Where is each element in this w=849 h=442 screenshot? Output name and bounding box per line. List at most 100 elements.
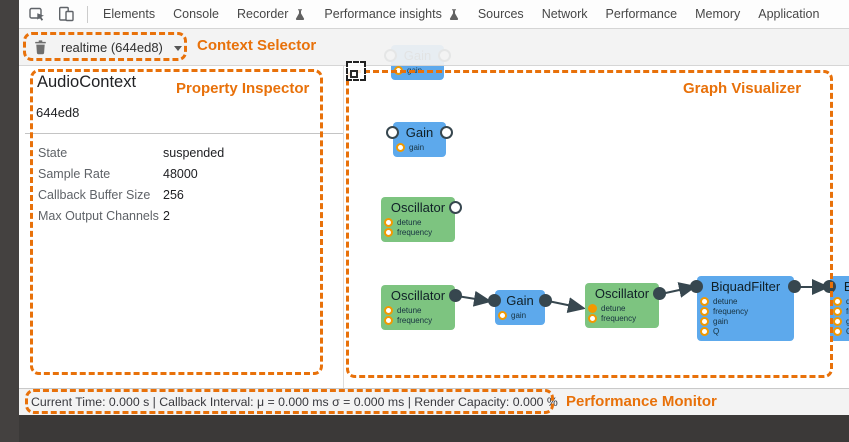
context-selector-value: realtime (644ed8) bbox=[61, 39, 163, 55]
tab-elements[interactable]: Elements bbox=[94, 0, 164, 28]
param-label: detune bbox=[397, 306, 422, 315]
param-port-icon bbox=[384, 306, 393, 315]
param-row-gain: gain bbox=[495, 311, 545, 321]
property-value: 256 bbox=[163, 187, 184, 202]
param-label: frequency bbox=[713, 307, 749, 316]
context-selector-annotation-label: Context Selector bbox=[197, 37, 317, 54]
param-port-icon bbox=[396, 143, 405, 152]
performance-monitor-bar: Current Time: 0.000 s | Callback Interva… bbox=[19, 388, 849, 415]
context-selector-dropdown[interactable]: realtime (644ed8) bbox=[61, 40, 182, 55]
input-port-icon bbox=[823, 280, 836, 293]
param-label: frequency bbox=[846, 307, 849, 316]
param-port-icon bbox=[833, 327, 842, 336]
trash-icon bbox=[35, 39, 46, 54]
param-port-icon bbox=[833, 307, 842, 316]
param-port-icon bbox=[384, 228, 393, 237]
param-port-icon bbox=[384, 218, 393, 227]
tab-network[interactable]: Network bbox=[533, 0, 597, 28]
graph-visualizer-canvas: GaingainGaingainOscillatordetunefrequenc… bbox=[344, 29, 849, 388]
chevron-down-icon bbox=[173, 45, 182, 51]
tab-label: Application bbox=[758, 7, 820, 21]
param-row-Q: Q bbox=[830, 327, 849, 337]
audiocontext-title: AudioContext bbox=[37, 73, 137, 91]
device-toolbar-icon bbox=[59, 6, 74, 22]
input-port-icon bbox=[488, 294, 501, 307]
param-label: frequency bbox=[397, 316, 433, 325]
tab-memory[interactable]: Memory bbox=[686, 0, 749, 28]
param-port-icon bbox=[700, 297, 709, 306]
param-label: gain bbox=[846, 317, 849, 326]
browser-chrome-left bbox=[0, 0, 19, 442]
node-title: Gain bbox=[506, 293, 534, 308]
param-row-gain: gain bbox=[393, 143, 446, 153]
param-row-gain: gain bbox=[391, 66, 444, 76]
param-row-frequency: frequency bbox=[697, 307, 794, 317]
param-row-frequency: frequency bbox=[830, 307, 849, 317]
tab-performance-insights[interactable]: Performance insights bbox=[315, 0, 468, 28]
property-label: Callback Buffer Size bbox=[38, 187, 151, 202]
graph-edge bbox=[547, 297, 586, 314]
browser-chrome-bottom bbox=[0, 415, 849, 442]
property-label: Max Output Channels bbox=[38, 208, 159, 223]
selection-corner-marker-icon bbox=[346, 61, 366, 81]
param-port-icon bbox=[833, 317, 842, 326]
panel-split-divider[interactable] bbox=[343, 66, 344, 388]
tab-label: Performance insights bbox=[324, 7, 442, 21]
param-row-frequency: frequency bbox=[585, 314, 659, 324]
input-port-icon bbox=[690, 280, 703, 293]
tab-console[interactable]: Console bbox=[164, 0, 228, 28]
toggle-device-toolbar-button[interactable] bbox=[52, 0, 81, 28]
audiocontext-id: 644ed8 bbox=[36, 105, 80, 120]
param-row-gain: gain bbox=[830, 317, 849, 327]
tab-label: Network bbox=[541, 7, 588, 21]
param-label: frequency bbox=[601, 314, 637, 323]
node-title: BiquadFilter bbox=[843, 279, 849, 294]
param-port-icon bbox=[588, 314, 597, 323]
graph-visualizer-annotation-label: Graph Visualizer bbox=[683, 80, 802, 97]
tab-recorder[interactable]: Recorder bbox=[228, 0, 315, 28]
tab-application[interactable]: Application bbox=[749, 0, 828, 28]
param-label: frequency bbox=[397, 228, 433, 237]
graph-node-gain-3: Gain gain bbox=[488, 290, 552, 325]
input-port-icon bbox=[386, 126, 399, 139]
tab-label: Sources bbox=[477, 7, 524, 21]
node-title: Oscillator bbox=[594, 286, 650, 301]
param-row-gain: gain bbox=[697, 317, 794, 327]
output-port-icon bbox=[539, 294, 552, 307]
param-row-detune: detune bbox=[381, 306, 455, 316]
tab-label: Elements bbox=[103, 7, 156, 21]
performance-monitor-annotation-label: Performance Monitor bbox=[566, 393, 717, 410]
property-row: Callback Buffer Size 256 bbox=[38, 184, 224, 205]
param-port-icon bbox=[384, 316, 393, 325]
param-row-detune: detune bbox=[830, 297, 849, 307]
toolbar-separator bbox=[87, 5, 88, 23]
property-value: 2 bbox=[163, 208, 170, 223]
param-row-Q: Q bbox=[697, 327, 794, 337]
tab-performance[interactable]: Performance bbox=[597, 0, 687, 28]
delete-context-button[interactable] bbox=[34, 39, 47, 55]
property-label: State bbox=[38, 145, 68, 160]
param-label: gain bbox=[407, 66, 423, 75]
inspect-element-button[interactable] bbox=[23, 0, 52, 28]
param-label: detune bbox=[397, 218, 422, 227]
node-title: Gain bbox=[405, 125, 434, 140]
param-port-icon bbox=[700, 327, 709, 336]
param-row-detune: detune bbox=[585, 304, 659, 314]
inspect-cursor-icon bbox=[29, 7, 44, 21]
param-label: Q bbox=[713, 327, 720, 336]
property-inspector-annotation-label: Property Inspector bbox=[176, 80, 310, 97]
flask-icon bbox=[449, 8, 458, 20]
performance-monitor-text: Current Time: 0.000 s | Callback Interva… bbox=[31, 395, 558, 409]
param-label: gain bbox=[511, 311, 527, 320]
tab-sources[interactable]: Sources bbox=[469, 0, 533, 28]
webaudio-toolbar: realtime (644ed8) bbox=[19, 29, 849, 66]
node-title: Oscillator bbox=[390, 200, 446, 215]
